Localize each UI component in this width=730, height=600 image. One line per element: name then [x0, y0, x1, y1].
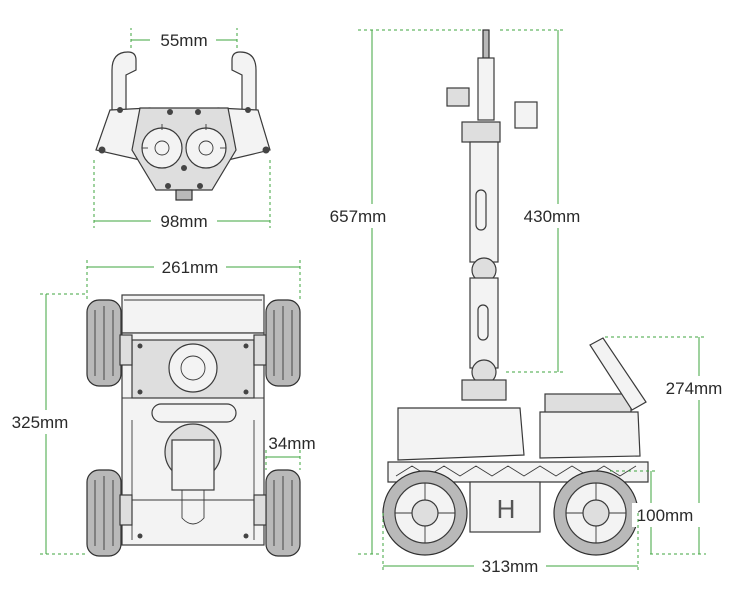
label-wheel-width: 34mm — [268, 434, 315, 453]
label-gripper-open: 55mm — [160, 31, 207, 50]
label-arm-height: 430mm — [524, 207, 581, 226]
dim-arm-height: 430mm — [500, 29, 594, 373]
dim-wheel-width: 34mm — [265, 434, 316, 470]
side-view-drawing: H — [382, 29, 649, 556]
top-view-drawing — [86, 294, 301, 557]
dim-gripper-open: 55mm — [130, 28, 238, 50]
label-body-length: 325mm — [12, 413, 69, 432]
label-total-height: 657mm — [330, 207, 387, 226]
label-gripper-width: 98mm — [160, 212, 207, 231]
svg-text:H: H — [497, 494, 516, 524]
label-body-width: 261mm — [162, 258, 219, 277]
wheel-icon — [86, 299, 301, 557]
dim-total-height: 657mm — [318, 29, 483, 555]
dim-gripper-width: 98mm — [93, 160, 271, 231]
dim-screen-height: 274mm — [605, 336, 728, 555]
dim-body-length: 325mm — [2, 293, 87, 555]
dim-wheel-height: 100mm — [610, 470, 700, 554]
label-side-length: 313mm — [482, 557, 539, 576]
gripper-drawing — [95, 51, 271, 201]
dim-side-length: 313mm — [382, 513, 639, 577]
label-screen-height: 274mm — [666, 379, 723, 398]
label-wheel-height: 100mm — [637, 506, 694, 525]
side-wheel-icon — [382, 470, 639, 556]
dim-body-width: 261mm — [86, 256, 301, 300]
